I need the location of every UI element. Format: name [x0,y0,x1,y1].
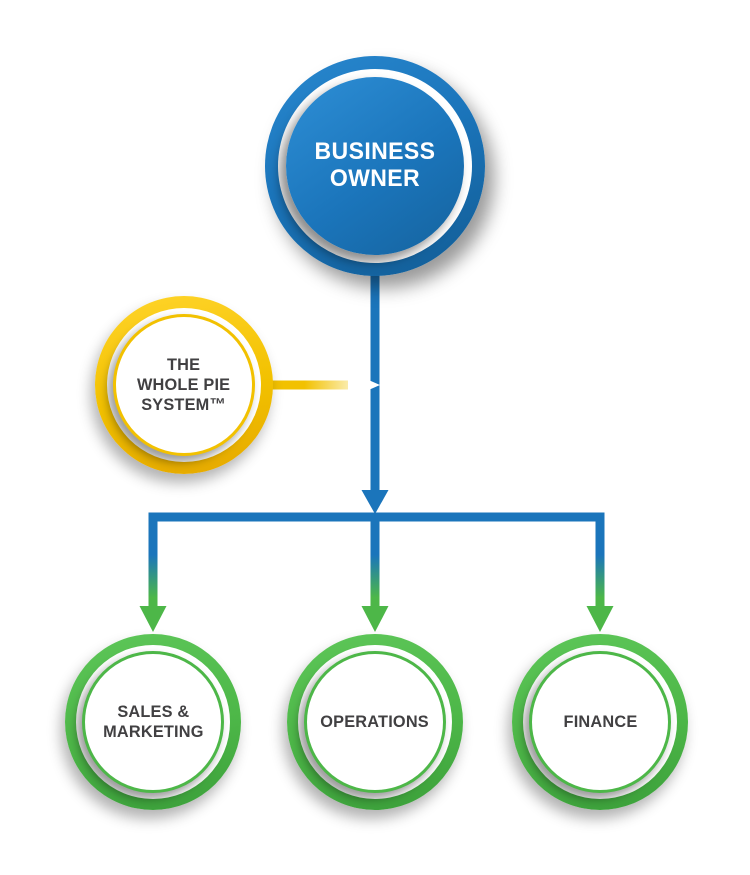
whole-pie-disc: THE WHOLE PIE SYSTEM™ [113,314,255,456]
whole-pie-label-line: THE [167,355,201,375]
finance-disc: FINANCE [529,651,671,793]
junction-arrowhead-icon [361,490,389,514]
sales-marketing-label-line: MARKETING [102,722,204,741]
connector-lines [148,270,605,612]
sales-marketing-label-line: SALES & [116,702,190,722]
operations-disc: OPERATIONS [304,651,446,793]
whole-pie-label-line: WHOLE PIE [137,375,231,395]
node-sales-marketing: SALES & MARKETING [65,634,241,810]
business-owner-label-line: OWNER [329,165,421,192]
down-arrowhead-operations-icon [361,606,389,632]
whole-pie-label: THE WHOLE PIE SYSTEM™ [137,355,230,414]
finance-label-line: FINANCE [563,712,637,732]
business-owner-label: BUSINESS OWNER [314,138,436,193]
sales-marketing-disc: SALES & MARKETING [82,651,224,793]
down-arrowhead-finance-icon [586,606,614,632]
down-arrowhead-sales-icon [139,606,167,632]
node-finance: FINANCE [512,634,688,810]
business-owner-label-line: BUSINESS [314,138,436,166]
node-business-owner: BUSINESS OWNER [265,56,485,276]
right-arrowhead-whole-pie-icon [348,371,380,399]
sales-marketing-label: SALES & MARKETING [103,702,204,741]
whole-pie-label-line: SYSTEM™ [141,394,227,414]
operations-label-line: OPERATIONS [320,712,430,732]
business-owner-disc: BUSINESS OWNER [286,77,464,255]
node-whole-pie-system: THE WHOLE PIE SYSTEM™ [95,296,273,474]
finance-label: FINANCE [563,712,637,732]
arrowheads [139,490,614,632]
node-operations: OPERATIONS [287,634,463,810]
whole-pie-connector [266,371,380,399]
operations-label: OPERATIONS [321,712,430,732]
